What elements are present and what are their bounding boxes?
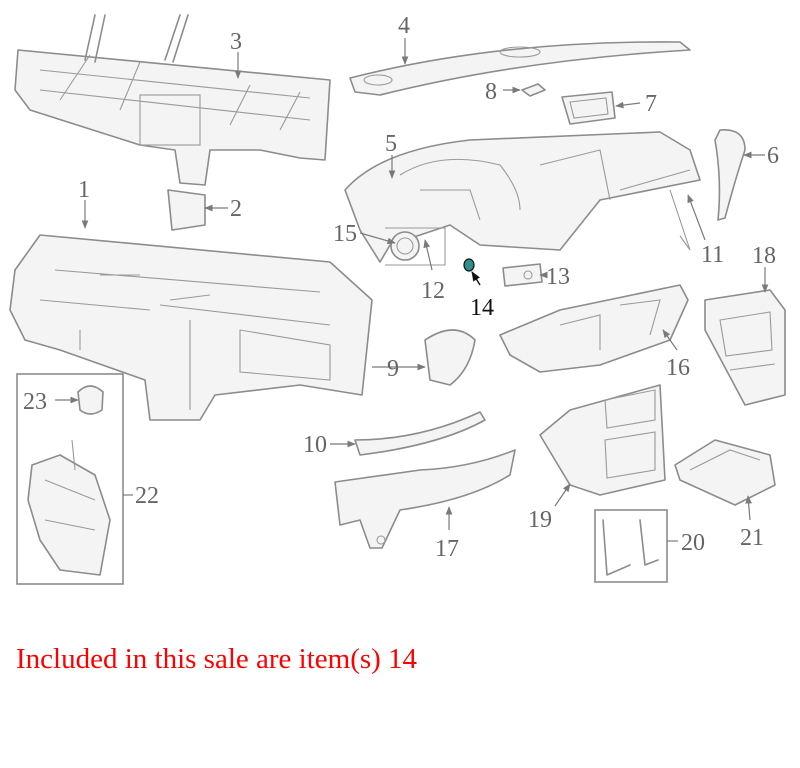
callout-12: 12 bbox=[421, 278, 445, 304]
sale-caption: Included in this sale are item(s) 14 bbox=[16, 643, 418, 675]
callout-5: 5 bbox=[385, 131, 397, 157]
callout-20: 20 bbox=[681, 530, 705, 556]
part-1-panel-carrier bbox=[9, 234, 373, 421]
callout-17: 17 bbox=[435, 536, 459, 562]
callout-13: 13 bbox=[546, 264, 570, 290]
leader-lines bbox=[55, 38, 769, 542]
parts-diagram: 1 2 3 4 5 6 7 8 9 10 11 12 13 14 15 16 1… bbox=[9, 13, 786, 585]
callout-2: 2 bbox=[230, 196, 242, 222]
part-12-trim bbox=[385, 227, 446, 266]
callout-11: 11 bbox=[701, 242, 724, 268]
callout-3: 3 bbox=[230, 29, 242, 55]
part-8-clip bbox=[521, 83, 546, 97]
part-9-airbag-cover bbox=[424, 329, 476, 386]
part-4-defroster-panel bbox=[349, 41, 691, 96]
part-3-crosscar-beam bbox=[14, 14, 331, 186]
part-21-storage-bin bbox=[674, 439, 776, 506]
callout-6: 6 bbox=[767, 143, 779, 169]
callout-19: 19 bbox=[528, 507, 552, 533]
part-7-bezel bbox=[561, 91, 616, 125]
part-22-shifter-assembly bbox=[16, 373, 124, 585]
callout-8: 8 bbox=[485, 79, 497, 105]
callout-16: 16 bbox=[666, 355, 690, 381]
part-2-bracket bbox=[167, 189, 206, 231]
callout-9: 9 bbox=[387, 356, 399, 382]
part-6-end-cap bbox=[714, 129, 746, 221]
callout-15: 15 bbox=[333, 221, 357, 247]
callout-21: 21 bbox=[740, 525, 764, 551]
callout-18: 18 bbox=[752, 243, 776, 269]
callout-1: 1 bbox=[78, 177, 90, 203]
callout-labels: 1 2 3 4 5 6 7 8 9 10 11 12 13 14 15 16 1… bbox=[23, 13, 779, 562]
part-14-cap bbox=[463, 258, 475, 272]
callout-10: 10 bbox=[303, 432, 327, 458]
part-17-knee-panel bbox=[334, 449, 516, 549]
part-18-center-bezel bbox=[704, 289, 786, 406]
callout-22: 22 bbox=[135, 483, 159, 509]
part-13-switch-bezel bbox=[502, 263, 543, 287]
part-16-center-bracket bbox=[499, 284, 689, 373]
callout-14-highlighted: 14 bbox=[470, 295, 494, 321]
part-15-vent bbox=[390, 231, 420, 261]
callout-4: 4 bbox=[398, 13, 410, 39]
callout-23: 23 bbox=[23, 389, 47, 415]
callout-7: 7 bbox=[645, 91, 657, 117]
part-19-center-stack bbox=[539, 384, 666, 496]
part-20-brackets bbox=[594, 509, 668, 583]
part-10-bolster-trim bbox=[354, 411, 486, 456]
part-5-instrument-panel bbox=[344, 131, 701, 263]
